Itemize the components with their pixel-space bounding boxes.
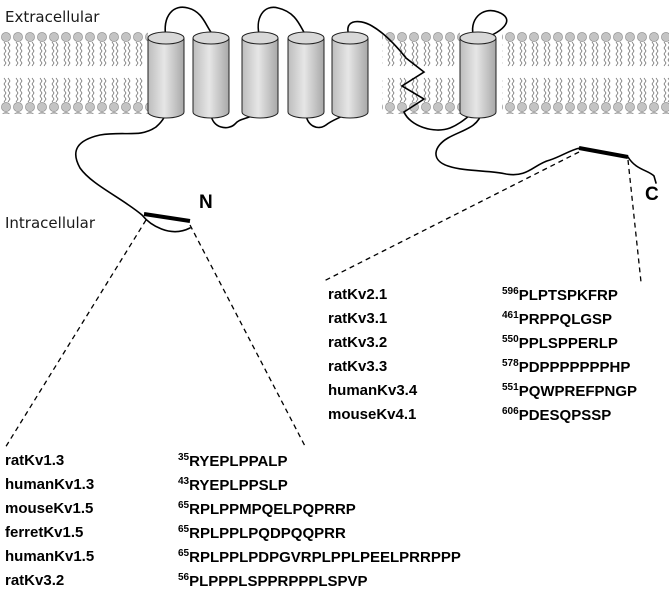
peptide-sequence: PRPPQLGSP bbox=[518, 311, 613, 328]
peptide-sequence: PDPPPPPPPHP bbox=[518, 359, 631, 376]
residue-number: 56 bbox=[178, 572, 190, 583]
residue-number: 606 bbox=[502, 406, 519, 417]
helix-s6 bbox=[459, 31, 497, 119]
peptide-sequence: PLPTSPKFRP bbox=[518, 287, 618, 304]
table-row: humanKv3.4 551PQWPREFPNGP bbox=[328, 382, 668, 406]
residue-number: 65 bbox=[178, 500, 190, 511]
n-callout-line-left bbox=[4, 219, 147, 449]
residue-number: 461 bbox=[502, 310, 519, 321]
channel-name: humanKv1.3 bbox=[5, 476, 95, 493]
channel-name: ratKv3.1 bbox=[328, 310, 388, 327]
residue-number: 65 bbox=[178, 524, 190, 535]
channel-name: ratKv3.3 bbox=[328, 358, 388, 375]
c-callout-line-right bbox=[627, 159, 642, 283]
residue-number: 551 bbox=[502, 382, 519, 393]
residue-number: 35 bbox=[178, 452, 190, 463]
table-row: ratKv1.3 35RYEPLPPALP bbox=[5, 452, 665, 476]
residue-number: 596 bbox=[502, 286, 519, 297]
c-terminus-label: C bbox=[645, 184, 659, 205]
table-row: mouseKv1.5 65RPLPPMPQELPQPRRP bbox=[5, 500, 665, 524]
table-row: ratKv2.1 596PLPTSPKFRP bbox=[328, 286, 668, 310]
membrane-bilayer-left bbox=[0, 32, 148, 114]
table-row: ratKv3.3 578PDPPPPPPPHP bbox=[328, 358, 668, 382]
peptide-sequence: RYEPLPPALP bbox=[189, 453, 288, 470]
membrane-bilayer-right bbox=[502, 32, 669, 114]
n-callout-line-right bbox=[189, 224, 307, 449]
channel-name: humanKv1.5 bbox=[5, 548, 95, 565]
peptide-sequence: RPLPPLPQDPQQPRR bbox=[189, 525, 346, 542]
residue-number: 43 bbox=[178, 476, 190, 487]
peptide-sequence: PLPPPLSPPRPPPLSPVP bbox=[189, 573, 368, 590]
peptide-sequence: RPLPPMPQELPQPRRP bbox=[189, 501, 356, 518]
intracellular-label: Intracellular bbox=[5, 214, 96, 232]
proline-rich-segments bbox=[143, 146, 629, 223]
helix-s1 bbox=[147, 31, 185, 119]
c-terminal-sequence-table: ratKv2.1 596PLPTSPKFRP ratKv3.1 461PRPPQ… bbox=[328, 286, 668, 430]
helix-s2 bbox=[192, 31, 230, 119]
peptide-sequence: PQWPREFPNGP bbox=[518, 383, 638, 400]
channel-name: mouseKv1.5 bbox=[5, 500, 94, 517]
channel-name: ratKv3.2 bbox=[328, 334, 388, 351]
extracellular-label: Extracellular bbox=[5, 8, 100, 26]
table-row: ferretKv1.5 65RPLPPLPQDPQQPRR bbox=[5, 524, 665, 548]
peptide-sequence: RYEPLPPSLP bbox=[189, 477, 288, 494]
residue-number: 65 bbox=[178, 548, 190, 559]
table-row: humanKv1.5 65RPLPPLPDPGVRPLPPLPEELPRRPPP bbox=[5, 548, 665, 572]
n-terminal-proline-rich-segment bbox=[143, 212, 191, 223]
channel-name: humanKv3.4 bbox=[328, 382, 418, 399]
channel-name: ferretKv1.5 bbox=[5, 524, 84, 541]
callout-lines bbox=[4, 151, 642, 449]
table-row: humanKv1.3 43RYEPLPPSLP bbox=[5, 476, 665, 500]
table-row: ratKv3.2 56PLPPPLSPPRPPPLSPVP bbox=[5, 572, 665, 596]
peptide-sequence: PDESQPSSP bbox=[518, 407, 612, 424]
channel-name: ratKv2.1 bbox=[328, 286, 388, 303]
peptide-sequence: PPLSPPERLP bbox=[518, 335, 618, 352]
transmembrane-helices bbox=[147, 31, 497, 119]
c-callout-line-left bbox=[321, 151, 580, 283]
n-terminus-label: N bbox=[199, 192, 213, 213]
table-row: mouseKv4.1 606PDESQPSSP bbox=[328, 406, 668, 430]
table-row: ratKv3.1 461PRPPQLGSP bbox=[328, 310, 668, 334]
helix-s3 bbox=[241, 31, 279, 119]
channel-name: ratKv1.3 bbox=[5, 452, 65, 469]
table-row: ratKv3.2 550PPLSPPERLP bbox=[328, 334, 668, 358]
peptide-sequence: RPLPPLPDPGVRPLPPLPEELPRRPPP bbox=[189, 549, 461, 566]
residue-number: 578 bbox=[502, 358, 519, 369]
helix-s5 bbox=[331, 31, 369, 119]
n-terminal-sequence-table: ratKv1.3 35RYEPLPPALP humanKv1.3 43RYEPL… bbox=[5, 452, 665, 596]
residue-number: 550 bbox=[502, 334, 519, 345]
helix-s4 bbox=[287, 31, 325, 119]
channel-name: mouseKv4.1 bbox=[328, 406, 417, 423]
c-terminal-proline-rich-segment bbox=[578, 146, 629, 159]
channel-name: ratKv3.2 bbox=[5, 572, 65, 589]
